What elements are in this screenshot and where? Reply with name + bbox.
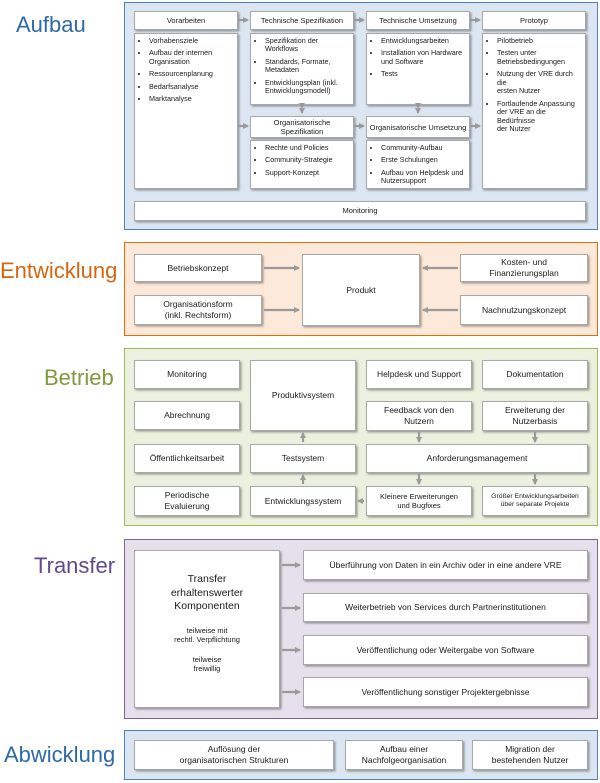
abrechnung-box: Abrechnung bbox=[134, 401, 240, 430]
list-item: Fortlaufende Anpassung der VRE an die Be… bbox=[497, 99, 582, 134]
oeffentlichkeit-box: Öffentlichkeitsarbeit bbox=[134, 444, 240, 473]
list-item: Spezifikation der Workflows bbox=[265, 36, 350, 54]
transfer-note-freiwillig: teilweise freiwillig bbox=[192, 654, 222, 674]
transfer-main-title: Transfer erhaltenswerter Komponenten bbox=[170, 573, 244, 613]
list-item: Erste Schulungen bbox=[381, 155, 466, 164]
prototyp-header: Prototyp bbox=[482, 11, 586, 30]
migration-box: Migration der bestehenden Nutzer bbox=[472, 740, 588, 770]
org-umsetzung-list: Community-Aufbau Erste Schulungen Aufbau… bbox=[366, 140, 470, 189]
transfer-item-archiv: Überführung von Daten in ein Archiv oder… bbox=[303, 550, 588, 580]
betrieb-monitoring: Monitoring bbox=[134, 360, 240, 389]
list-item: Support-Konzept bbox=[265, 168, 350, 177]
list-item: Vorhabensziele bbox=[149, 36, 234, 45]
tech-spez-header: Technische Spezifikation bbox=[250, 11, 354, 30]
list-item: Installation von Hardware und Software bbox=[381, 49, 466, 66]
dokumentation-box: Dokumentation bbox=[482, 360, 588, 389]
transfer-item-services: Weiterbetrieb von Services durch Partner… bbox=[303, 593, 588, 622]
vorarbeiten-list: Vorhabensziele Aufbau der internen Organ… bbox=[134, 33, 238, 189]
vorarbeiten-header: Vorarbeiten bbox=[134, 11, 238, 30]
entwicklungssystem-box: Entwicklungssystem bbox=[250, 486, 356, 516]
anforderung-box: Anforderungsmanagement bbox=[366, 444, 588, 473]
org-umsetzung-header: Organisatorische Umsetzung bbox=[366, 116, 470, 138]
produkt-box: Produkt bbox=[302, 254, 420, 326]
list-item: Aufbau der internen Organisation bbox=[149, 49, 234, 66]
list-item: Community-Aufbau bbox=[381, 143, 466, 152]
tech-umsetzung-header: Technische Umsetzung bbox=[366, 11, 470, 30]
nachnutzung-box: Nachnutzungskonzept bbox=[460, 295, 588, 325]
org-spez-header: Organisatorische Spezifikation bbox=[250, 116, 354, 138]
list-item: Entwicklungsarbeiten bbox=[381, 36, 466, 45]
evaluierung-box: Periodische Evaluierung bbox=[134, 486, 240, 516]
transfer-main-box: Transfer erhaltenswerter Komponenten tei… bbox=[134, 550, 280, 708]
testsystem-box: Testsystem bbox=[250, 444, 356, 473]
phase-label-abwicklung: Abwicklung bbox=[4, 742, 116, 767]
list-item: Community-Strategie bbox=[265, 155, 350, 164]
list-item: Pilotbetrieb bbox=[497, 36, 582, 45]
kleinere-box: Kleinere Erweiterungen und Bugfixes bbox=[366, 486, 472, 516]
helpdesk-box: Helpdesk und Support bbox=[366, 360, 472, 389]
groesser-box: Größer Entwicklungsarbeiten über separat… bbox=[482, 486, 588, 516]
kosten-box: Kosten- und Finanzierungsplan bbox=[460, 254, 588, 282]
phase-label-betrieb: Betrieb bbox=[44, 365, 114, 390]
list-item: Ressourcenplanung bbox=[149, 69, 234, 78]
org-spez-list: Rechte und Policies Community-Strategie … bbox=[250, 140, 354, 189]
erweiterung-nutzer-box: Erweiterung der Nutzerbasis bbox=[482, 401, 588, 431]
nachfolge-box: Aufbau einer Nachfolgeorganisation bbox=[345, 740, 463, 770]
phase-label-entwicklung: Entwicklung bbox=[0, 258, 118, 283]
prototyp-list: Pilotbetrieb Testen unter Betriebsbeding… bbox=[482, 33, 586, 189]
phase-label-aufbau: Aufbau bbox=[16, 12, 86, 37]
tech-spez-list: Spezifikation der Workflows Standards, F… bbox=[250, 33, 354, 105]
aufbau-monitoring: Monitoring bbox=[134, 201, 586, 221]
list-item: Rechte und Policies bbox=[265, 143, 350, 152]
list-item: Standards, Formate, Metadaten bbox=[265, 57, 350, 75]
list-item: Aufbau von Helpdesk und Nutzersupport bbox=[381, 168, 466, 186]
transfer-item-projektergebnisse: Veröffentlichung sonstiger Projektergebn… bbox=[303, 677, 588, 707]
list-item: Bedarfsanalyse bbox=[149, 82, 234, 91]
produktivsystem-box: Produktivsystem bbox=[250, 360, 356, 431]
list-item: Nutzung der VRE durch die ersten Nutzer bbox=[497, 70, 582, 96]
list-item: Testen unter Betriebsbedingungen bbox=[497, 49, 582, 66]
list-item: Marktanalyse bbox=[149, 94, 234, 103]
aufloesung-box: Auflösung der organisatorischen Struktur… bbox=[134, 740, 334, 770]
feedback-box: Feedback von den Nutzern bbox=[366, 401, 472, 431]
organisationsform-box: Organisationsform (inkl. Rechtsform) bbox=[134, 295, 262, 325]
tech-umsetzung-list: Entwicklungsarbeiten Installation von Ha… bbox=[366, 33, 470, 105]
phase-label-transfer: Transfer bbox=[34, 553, 116, 578]
transfer-note-verpflichtung: teilweise mit rechtl. Verpflichtung bbox=[174, 625, 240, 645]
betriebskonzept-box: Betriebskonzept bbox=[134, 254, 262, 282]
transfer-item-software: Veröffentlichung oder Weitergabe von Sof… bbox=[303, 635, 588, 665]
list-item: Entwicklungsplan (inkl. Entwicklungsmode… bbox=[265, 78, 350, 96]
list-item: Tests bbox=[381, 69, 466, 78]
